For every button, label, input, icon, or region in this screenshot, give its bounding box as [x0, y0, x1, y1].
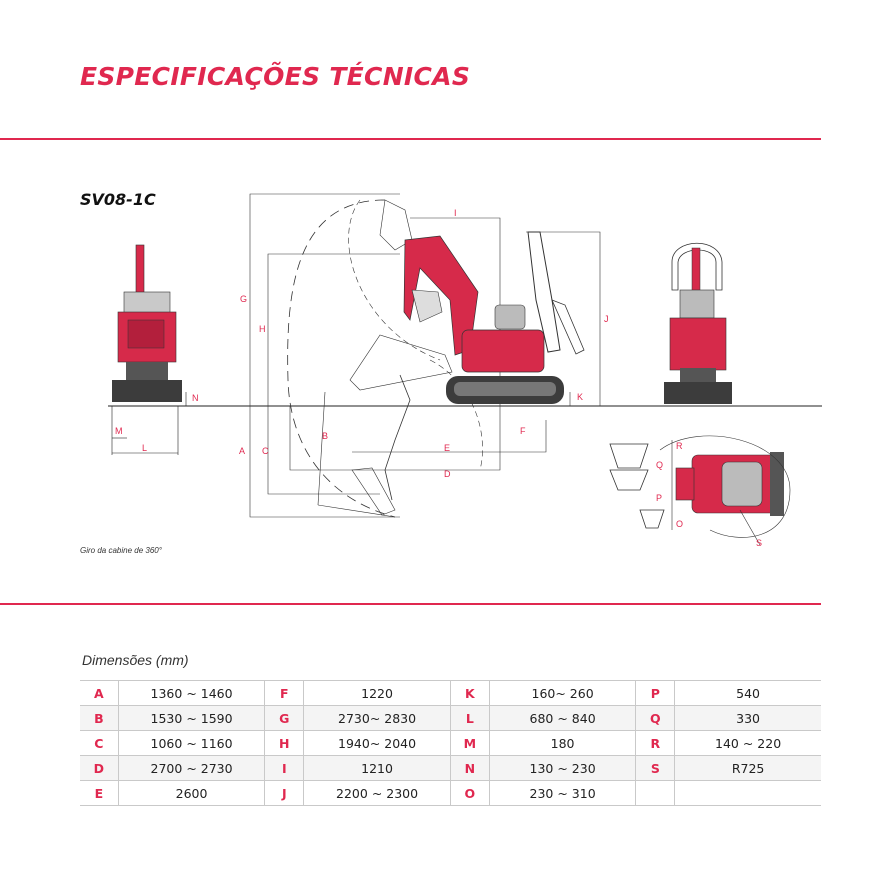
- dim-key: A: [80, 680, 119, 706]
- dim-label-B: B: [322, 431, 328, 441]
- dim-key: G: [264, 705, 305, 731]
- dim-value: 130 ~ 230: [489, 755, 637, 781]
- dim-label-I: I: [454, 208, 457, 218]
- dim-key: O: [450, 780, 490, 806]
- dim-value: 540: [674, 680, 821, 706]
- dim-key: H: [264, 730, 305, 756]
- dim-key: S: [635, 755, 676, 781]
- dim-key: B: [80, 705, 119, 731]
- top-view-machine: [609, 443, 784, 529]
- dim-key: D: [80, 755, 119, 781]
- table-row: C 1060 ~ 1160 H 1940~ 2040 M 180 R 140 ~…: [80, 730, 821, 756]
- dimensions-table: A 1360 ~ 1460 F 1220 K 160~ 260 P 540 B …: [80, 680, 821, 806]
- dim-value: 180: [489, 730, 637, 756]
- dim-key: [635, 780, 676, 806]
- table-row: B 1530 ~ 1590 G 2730~ 2830 L 680 ~ 840 Q…: [80, 705, 821, 731]
- dim-key: K: [450, 680, 490, 706]
- dim-value: 140 ~ 220: [674, 730, 821, 756]
- dim-label-Q: Q: [656, 460, 663, 470]
- dim-key: I: [264, 755, 305, 781]
- dim-value: 1210: [303, 755, 451, 781]
- dim-value: 1220: [303, 680, 451, 706]
- dim-label-O: O: [676, 519, 683, 529]
- dim-value: 680 ~ 840: [489, 705, 637, 731]
- dim-value: 2600: [118, 780, 266, 806]
- dim-value: 1530 ~ 1590: [118, 705, 266, 731]
- dim-key: F: [264, 680, 305, 706]
- dim-value: 1940~ 2040: [303, 730, 451, 756]
- dim-value: 160~ 260: [489, 680, 637, 706]
- dim-label-S: S: [756, 538, 762, 548]
- dim-value: 2730~ 2830: [303, 705, 451, 731]
- dim-value: 1360 ~ 1460: [118, 680, 266, 706]
- dim-label-K: K: [577, 392, 583, 402]
- dim-key: Q: [635, 705, 676, 731]
- dim-key: R: [635, 730, 676, 756]
- dim-label-C: C: [262, 446, 269, 456]
- dim-value: [674, 780, 821, 806]
- dim-value: 1060 ~ 1160: [118, 730, 266, 756]
- dim-key: N: [450, 755, 490, 781]
- dim-label-P: P: [656, 493, 662, 503]
- dim-label-N: N: [192, 393, 199, 403]
- table-row: D 2700 ~ 2730 I 1210 N 130 ~ 230 S R725: [80, 755, 821, 781]
- front-view-machine: [112, 244, 182, 402]
- rotation-caption: Giro da cabine de 360°: [80, 546, 162, 555]
- top-divider: [0, 138, 821, 140]
- dim-key: L: [450, 705, 490, 731]
- dim-value: 330: [674, 705, 821, 731]
- dim-label-F: F: [520, 426, 526, 436]
- dim-label-D: D: [444, 469, 451, 479]
- excavator-dimension-diagram: N M L I G H J K B A C E F D: [108, 193, 822, 548]
- dim-label-H: H: [259, 324, 266, 334]
- page-title: ESPECIFICAÇÕES TÉCNICAS: [80, 62, 471, 91]
- dim-key: J: [264, 780, 305, 806]
- dim-key: C: [80, 730, 119, 756]
- dim-value: 230 ~ 310: [489, 780, 637, 806]
- dimensions-title: Dimensões (mm): [82, 652, 189, 668]
- dim-label-L: L: [142, 443, 147, 453]
- bottom-divider: [0, 603, 821, 605]
- dim-label-J: J: [604, 314, 609, 324]
- dim-value: 2200 ~ 2300: [303, 780, 451, 806]
- dim-label-R: R: [676, 441, 683, 451]
- dim-label-G: G: [240, 294, 247, 304]
- table-row: A 1360 ~ 1460 F 1220 K 160~ 260 P 540: [80, 680, 821, 706]
- dim-label-A: A: [239, 446, 245, 456]
- table-row: E 2600 J 2200 ~ 2300 O 230 ~ 310: [80, 780, 821, 806]
- rear-view-machine: [664, 242, 732, 404]
- dim-label-E: E: [444, 443, 450, 453]
- dim-key: P: [635, 680, 676, 706]
- dim-label-M: M: [115, 426, 123, 436]
- model-name: SV08-1C: [80, 190, 156, 209]
- side-view-machine: [403, 231, 585, 404]
- dim-value: 2700 ~ 2730: [118, 755, 266, 781]
- dim-value: R725: [674, 755, 821, 781]
- dim-key: E: [80, 780, 119, 806]
- dim-key: M: [450, 730, 490, 756]
